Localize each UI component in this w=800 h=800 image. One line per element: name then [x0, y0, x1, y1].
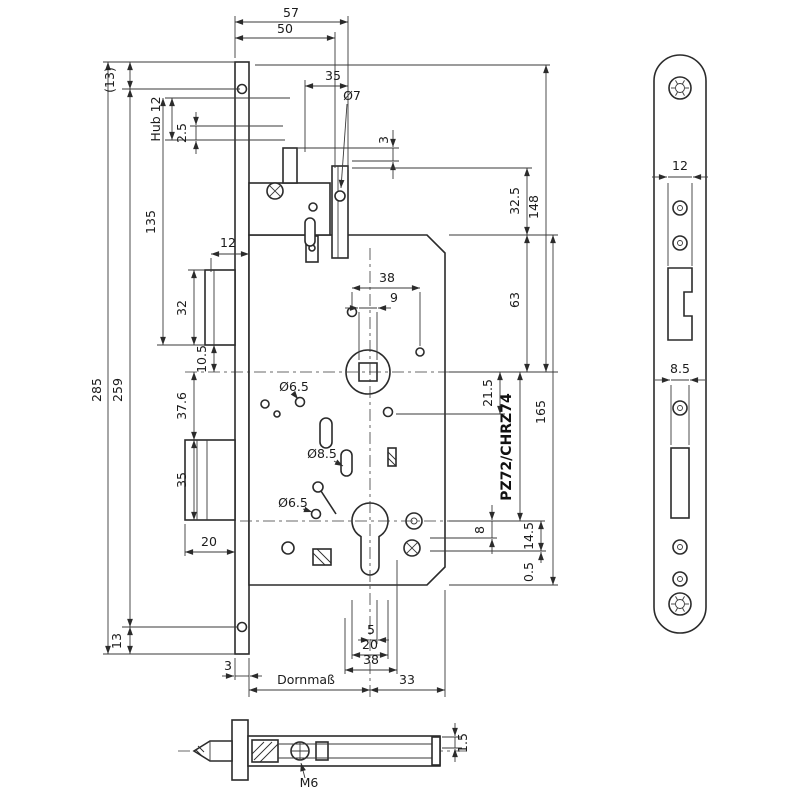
dim-35-bolt-label: 35	[174, 472, 189, 488]
dim-37-6-label: 37.6	[174, 392, 189, 420]
dim-10-5-label: 10.5	[194, 345, 209, 373]
hole-dia6-5-upper	[294, 396, 306, 408]
slot	[319, 417, 333, 449]
dim-20-bottom-label: 20	[362, 637, 378, 652]
screw-hole	[672, 400, 688, 416]
trigger-pin	[282, 147, 298, 184]
dim-50-label: 50	[277, 21, 293, 36]
dim-32-5-label: 32.5	[507, 187, 522, 215]
dim-dornmass-label: Dornmaß	[277, 672, 335, 687]
dim-63-label: 63	[507, 292, 522, 308]
dim-38-mid-label: 38	[379, 270, 395, 285]
dim-dia8-5-label: Ø8.5	[307, 446, 337, 461]
torx-screw-bottom	[668, 592, 692, 616]
hole-dia6-5-lower	[310, 508, 322, 520]
faceplate-edge	[231, 719, 249, 781]
centerlines	[185, 248, 480, 700]
nut-block	[315, 741, 329, 761]
dim-57-label: 57	[283, 5, 299, 20]
dim-plate-8-5-label: 8.5	[670, 361, 690, 376]
dim-9-label: 9	[390, 290, 398, 305]
dim-1-5-label: 1.5	[455, 733, 470, 753]
deadbolt-cutout	[670, 447, 690, 519]
hole	[273, 410, 281, 418]
hole	[382, 406, 394, 418]
dim-hub12-label: Hub 12	[148, 96, 163, 141]
dim-33-label: 33	[399, 672, 415, 687]
dim-5-label: 5	[367, 622, 375, 637]
deadbolt	[184, 439, 236, 521]
product-label-pz72: PZ72/CHRZ74	[499, 393, 515, 501]
hole	[308, 202, 318, 212]
dim-8-label: 8	[472, 526, 487, 534]
case-edge	[247, 735, 441, 767]
upper-guide-plate	[331, 165, 349, 259]
screw-hole	[672, 539, 688, 555]
dim-12-label: 12	[220, 235, 236, 250]
dim-dia6-5-lower-label: Ø6.5	[278, 495, 308, 510]
dim-32-label: 32	[174, 300, 189, 316]
upper-mechanism-body	[248, 182, 331, 236]
dim-20-label: 20	[201, 534, 217, 549]
dim-21-5-label: 21.5	[480, 379, 495, 407]
section-block	[251, 739, 279, 763]
dimensions-top: 57 50 35 Ø7 3	[234, 5, 399, 189]
hole	[346, 306, 358, 318]
dim-165-label: 165	[533, 400, 548, 424]
dim-259-label: 259	[110, 378, 125, 402]
main-view-lock-body	[184, 61, 446, 655]
dim-dia7-label: Ø7	[343, 88, 361, 103]
hole	[281, 541, 295, 555]
faceplate	[234, 61, 250, 655]
bottom-section-view: M6 1.5	[178, 719, 470, 790]
spring-block	[387, 447, 397, 467]
dim-m6-label: M6	[300, 775, 319, 790]
lever-pivot	[312, 481, 324, 493]
dim-14-5-label: 14.5	[521, 522, 536, 550]
latch-tip	[192, 740, 233, 762]
dim-148-label: 148	[526, 195, 541, 219]
dim-35-top-label: 35	[325, 68, 341, 83]
pin-hole	[334, 190, 346, 202]
dim-2-5-label: 2.5	[174, 123, 189, 143]
dimensions-left: 285 (13) 259 13 Hub 12 2.5 135 12 32 10.…	[89, 61, 290, 655]
slot	[304, 217, 316, 247]
faceplate-screw-bottom	[236, 621, 248, 633]
faceplate-outline	[653, 54, 707, 634]
dim-0-5-label: 0.5	[521, 562, 536, 582]
dim-dia6-5-upper-label: Ø6.5	[279, 379, 309, 394]
slot-dia8-5	[340, 449, 353, 477]
dim-38-bottom-label: 38	[363, 652, 379, 667]
screw-hole	[672, 235, 688, 251]
stop-block	[312, 548, 332, 566]
lock-case	[248, 234, 446, 586]
dim-3-bottom-label: 3	[224, 658, 232, 673]
hole	[260, 399, 270, 409]
latch-bolt	[204, 269, 236, 346]
screw-hole	[672, 571, 688, 587]
torx-screw-top	[668, 76, 692, 100]
dim-plate-12-label: 12	[672, 158, 688, 173]
dimensions-bottom: 3 Dornmaß 33 5 20 38	[222, 560, 446, 697]
end-cap	[431, 736, 441, 766]
dim-13-paren-label: (13)	[102, 67, 117, 93]
dim-13-label: 13	[109, 633, 124, 649]
dimensions-right: 32.5 148 63 21.5 PZ72/CHRZ74 165 8 14.5 …	[255, 64, 558, 586]
dimensions-center: 38 9 Ø6.5 Ø8.5 Ø6.5	[278, 270, 421, 513]
faceplate-front-view: 12 8.5	[652, 54, 708, 634]
dim-135-label: 135	[143, 210, 158, 234]
latch-cutout	[667, 267, 693, 341]
hole	[415, 347, 425, 357]
screw-hole	[672, 200, 688, 216]
dim-3-top-label: 3	[376, 136, 391, 144]
dim-285-label: 285	[89, 378, 104, 402]
